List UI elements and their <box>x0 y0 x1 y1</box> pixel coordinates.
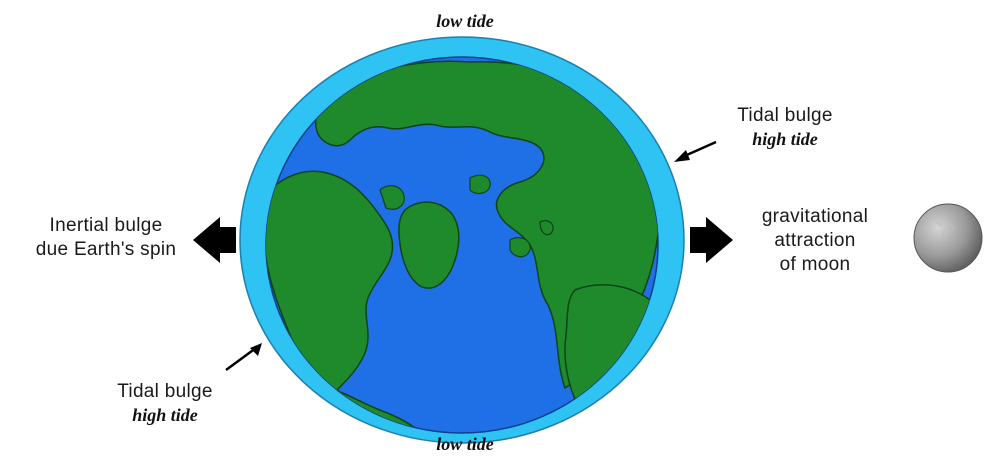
tidal-bulge-right-subtitle: high tide <box>700 128 870 151</box>
tidal-bulge-right-label: Tidal bulge high tide <box>700 104 870 150</box>
tidal-bulge-left-pointer <box>226 343 262 370</box>
low-tide-top-label: low tide <box>410 10 520 33</box>
gravitational-line1: gravitational <box>730 205 900 229</box>
tidal-bulge-right-title: Tidal bulge <box>700 104 870 128</box>
inertial-force-arrow <box>193 217 236 263</box>
low-tide-bottom-label: low tide <box>410 433 520 456</box>
gravitational-line3: of moon <box>730 253 900 277</box>
tidal-bulge-left-label: Tidal bulge high tide <box>90 380 240 426</box>
tidal-bulge-left-subtitle: high tide <box>90 404 240 427</box>
gravitational-line2: attraction <box>730 229 900 253</box>
inertial-bulge-label: Inertial bulge due Earth's spin <box>16 214 196 262</box>
inertial-bulge-line2: due Earth's spin <box>16 238 196 262</box>
gravitational-attraction-label: gravitational attraction of moon <box>730 205 900 276</box>
gravitational-force-arrow <box>690 217 733 263</box>
moon <box>914 204 982 272</box>
inertial-bulge-line1: Inertial bulge <box>16 214 196 238</box>
tidal-bulge-left-title: Tidal bulge <box>90 380 240 404</box>
